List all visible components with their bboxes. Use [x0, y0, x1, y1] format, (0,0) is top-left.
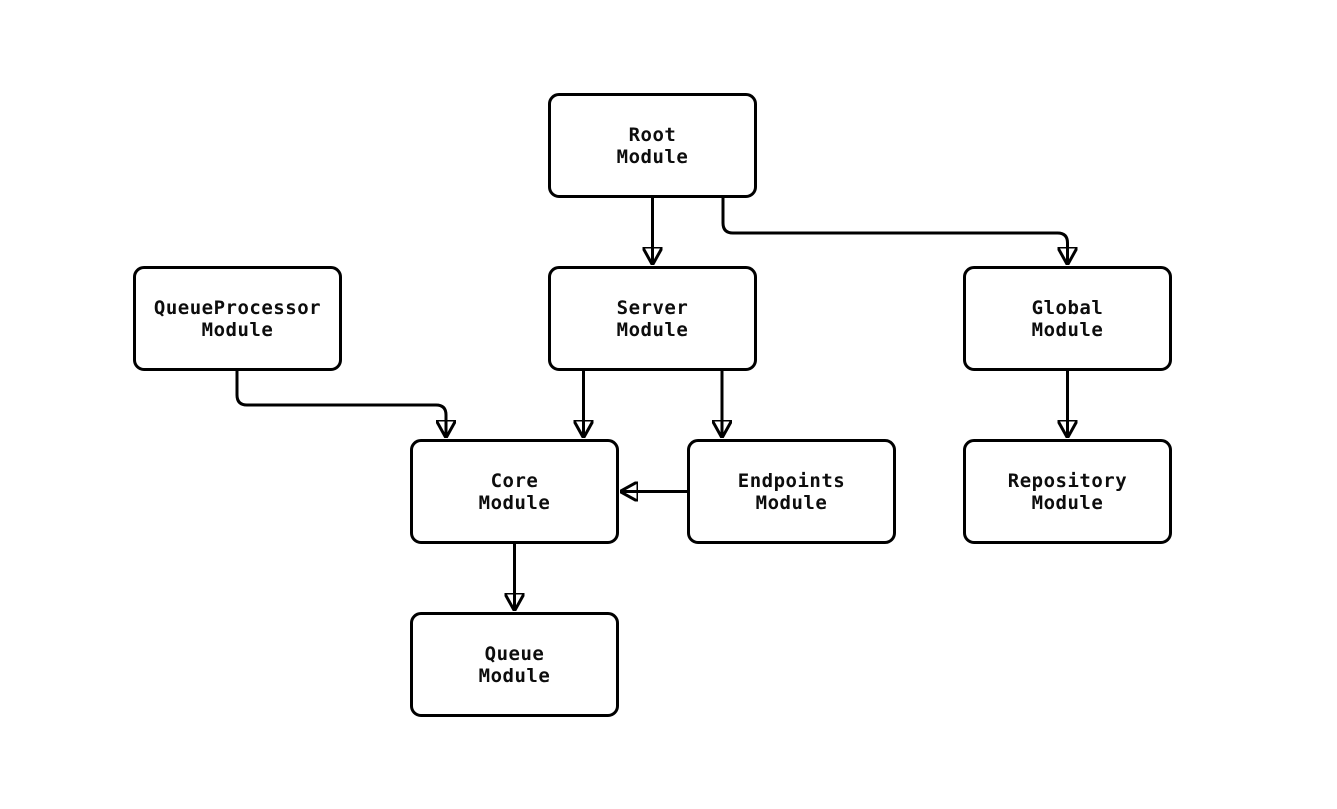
edge-root-to-global [721, 198, 1068, 263]
node-core-module: Core Module [410, 439, 619, 544]
node-repository-module-label: Repository Module [1007, 469, 1128, 514]
node-server-module-label: Server Module [616, 296, 689, 341]
node-endpoints-module-label: Endpoints Module [737, 469, 846, 514]
node-root-module-label: Root Module [616, 123, 689, 168]
node-queue-module-label: Queue Module [478, 642, 551, 687]
node-core-module-label: Core Module [478, 469, 551, 514]
node-endpoints-module: Endpoints Module [687, 439, 896, 544]
node-queueprocessor-module-label: QueueProcessor Module [153, 296, 322, 341]
node-queue-module: Queue Module [410, 612, 619, 717]
node-server-module: Server Module [548, 266, 757, 371]
node-repository-module: Repository Module [963, 439, 1172, 544]
node-global-module: Global Module [963, 266, 1172, 371]
edge-queueprocessor-to-core [235, 371, 446, 436]
node-queueprocessor-module: QueueProcessor Module [133, 266, 342, 371]
node-root-module: Root Module [548, 93, 757, 198]
node-global-module-label: Global Module [1031, 296, 1104, 341]
